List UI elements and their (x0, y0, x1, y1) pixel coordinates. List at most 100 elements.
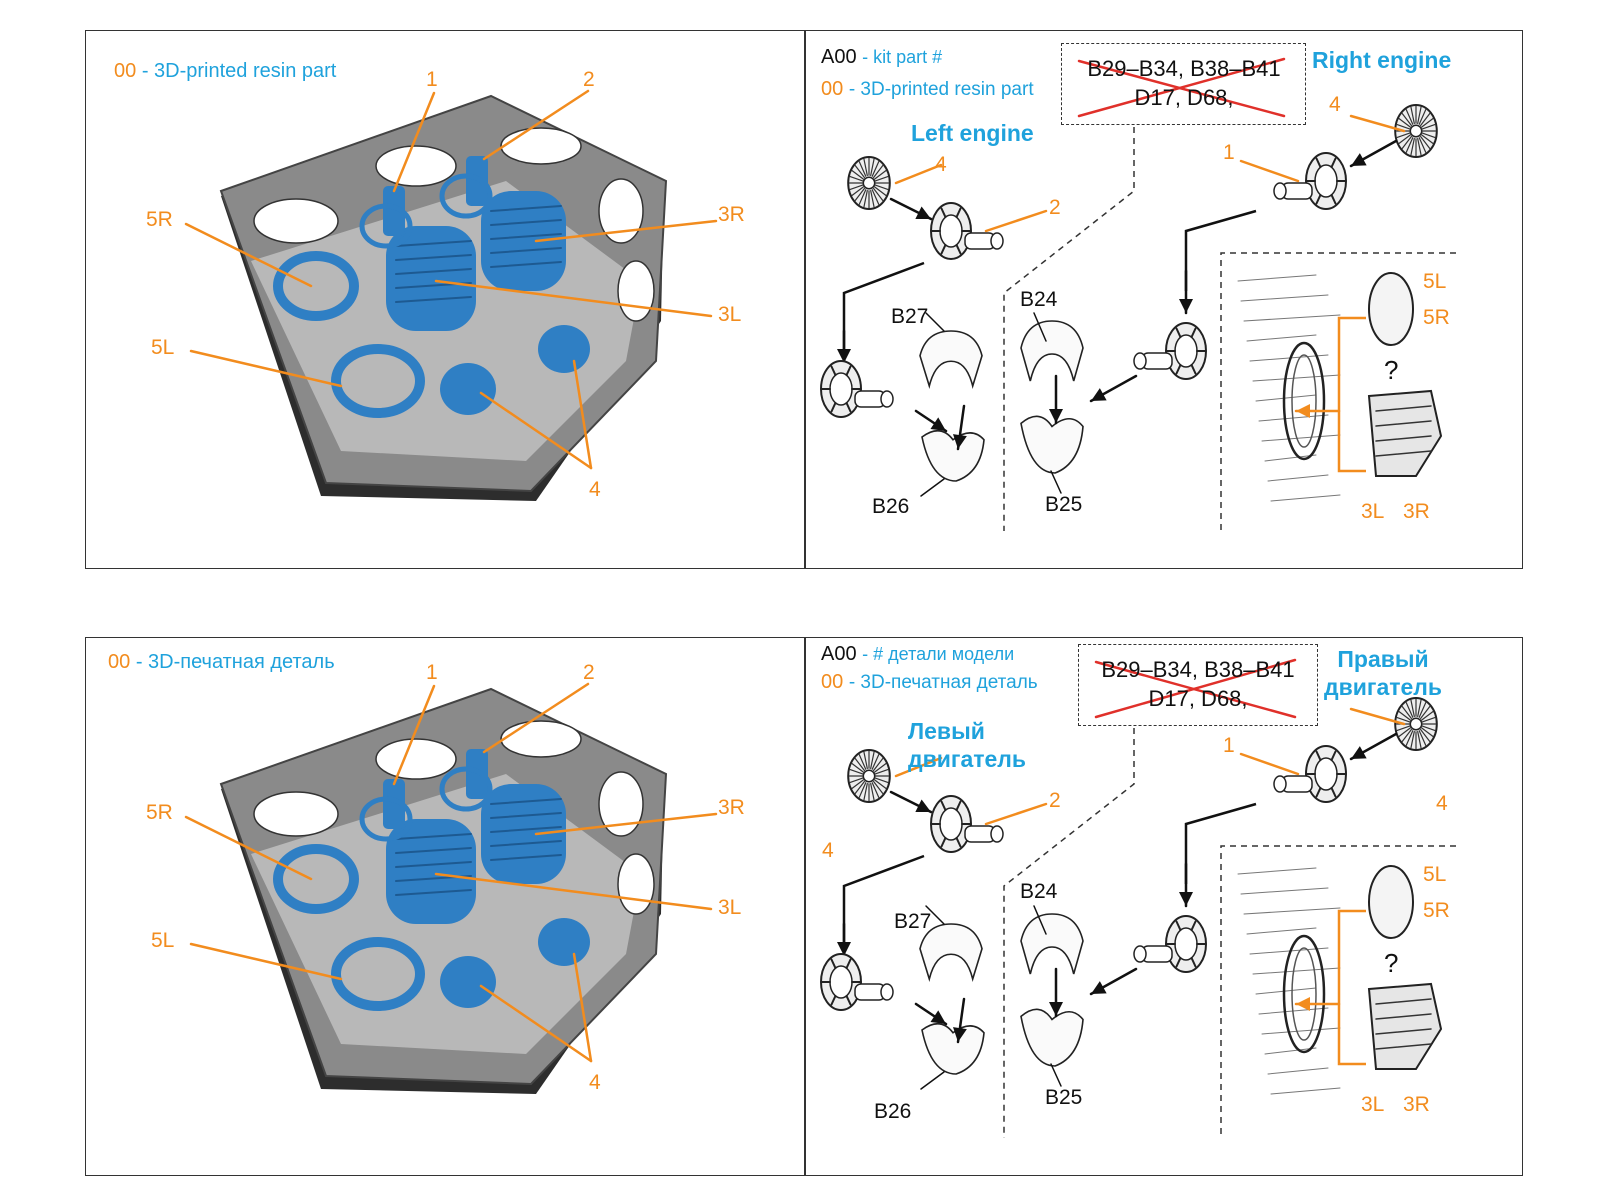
arrow-head (915, 206, 931, 219)
fan-blade (1405, 109, 1414, 125)
arrow-head (1049, 1002, 1063, 1016)
housing-slat (490, 840, 562, 847)
intake-opening (1282, 934, 1326, 1054)
arrow-head (953, 1027, 967, 1042)
fan-blade (1419, 112, 1431, 127)
spoke (1315, 193, 1322, 205)
fan-blade (1396, 725, 1411, 731)
spoke (955, 243, 962, 255)
sketch-line (1246, 334, 1317, 342)
label-b26: B26 (872, 495, 910, 518)
shell-body (1020, 913, 1084, 975)
leader-b26 (920, 1071, 945, 1090)
leader-right-part-1 (1239, 159, 1300, 183)
resin-part-5l (331, 937, 425, 1011)
label-b27: B27 (891, 305, 929, 328)
tray-leader-lines (184, 89, 718, 470)
detail-part-3 (1367, 982, 1443, 1070)
removed-parts-line-2: D17, D68, (1148, 686, 1248, 711)
spoke (830, 958, 837, 970)
sketch-line (1243, 314, 1341, 322)
resin-part-2-ring (439, 173, 493, 219)
left-fan-part-4 (847, 749, 891, 803)
fan-blade (1398, 711, 1411, 721)
shell-body (919, 923, 983, 982)
inner-ring (939, 807, 963, 841)
removed-parts-line-1: B29–B34, B38–B41 (1087, 56, 1281, 81)
dashed-separator-left (1003, 728, 1135, 1138)
kit-legend: A00 - # детали модели (821, 644, 1014, 664)
resin-code: 00 (821, 78, 844, 100)
kit-code: A00 (821, 46, 857, 68)
right-engine-title: Right engine (1312, 47, 1452, 73)
fan-blade (854, 187, 866, 202)
kit-code: A00 (821, 643, 857, 665)
housing-slat (395, 861, 472, 868)
spoke (1315, 750, 1322, 762)
sketch-line (1270, 494, 1341, 502)
shaft-end (1133, 945, 1147, 963)
nacelle-detail-sketch (1237, 865, 1443, 1095)
spoke (955, 836, 962, 848)
housing-slat (395, 296, 472, 303)
fan-blade (874, 170, 887, 180)
spoke (1330, 193, 1337, 205)
spoke (1190, 327, 1197, 339)
panel-divider (804, 638, 806, 1175)
leader-left-part-2 (984, 209, 1048, 233)
kit-part-b24 (1020, 320, 1084, 382)
right-fan-part-4 (1394, 697, 1438, 751)
fan-blade (872, 757, 884, 772)
fan-hub (862, 176, 876, 190)
label-part-1: 1 (426, 661, 438, 684)
resin-code: 00 (108, 651, 131, 673)
label-b24: B24 (1020, 288, 1058, 311)
housing-slat (490, 812, 562, 819)
fan-blade (872, 187, 884, 202)
arrow-fan-to-compressor-right (1349, 732, 1398, 761)
shaft-end (880, 983, 894, 1001)
shaft-end (880, 390, 894, 408)
leader-part-3l (434, 279, 713, 318)
resin-legend-right: 00 - 3D-printed resin part (821, 79, 1034, 99)
leader-part-5r (184, 815, 313, 881)
right-compressor (1273, 745, 1347, 803)
detail-slat (1375, 450, 1432, 457)
inner-ring (829, 372, 853, 406)
label-left-fan-4: 4 (822, 839, 834, 862)
label-right-fan-4: 4 (1436, 792, 1448, 815)
arrow-down-right-path (1184, 802, 1257, 884)
label-detail-5l: 5L (1423, 863, 1447, 886)
fan-blade (858, 189, 867, 205)
cross-line-2 (1077, 57, 1286, 118)
leader-b24 (1033, 312, 1047, 342)
fan-blade (863, 189, 868, 208)
inner-ring (939, 214, 963, 248)
resin-part-4-b (538, 325, 590, 373)
spoke (1175, 327, 1182, 339)
left-compressor (930, 202, 1004, 260)
arrow-to-b25 (1089, 967, 1138, 996)
fan-blade (1401, 728, 1413, 743)
fan-blade (1401, 112, 1413, 127)
panel-divider (804, 31, 806, 568)
spoke (1315, 786, 1322, 798)
kit-part-b25 (1020, 1008, 1084, 1067)
shaft-end (1273, 182, 1287, 200)
leader-part-4-a (479, 984, 593, 1063)
fan-blade (1410, 699, 1415, 718)
arrow-head (1351, 153, 1367, 166)
fan-blade (871, 754, 880, 770)
spoke (955, 800, 962, 812)
fan-blade (849, 769, 864, 775)
fan-blade (863, 751, 868, 770)
arrow-head (1351, 746, 1367, 759)
tray-cutout (500, 127, 582, 165)
arrow-b27-down (953, 997, 967, 1044)
label-right-part-1: 1 (1223, 734, 1235, 757)
fan-hub (1409, 124, 1423, 138)
question-mark: ? (1384, 355, 1399, 385)
leader-part-4-b (572, 952, 593, 1063)
fan-blade (872, 164, 884, 179)
spoke (955, 207, 962, 219)
